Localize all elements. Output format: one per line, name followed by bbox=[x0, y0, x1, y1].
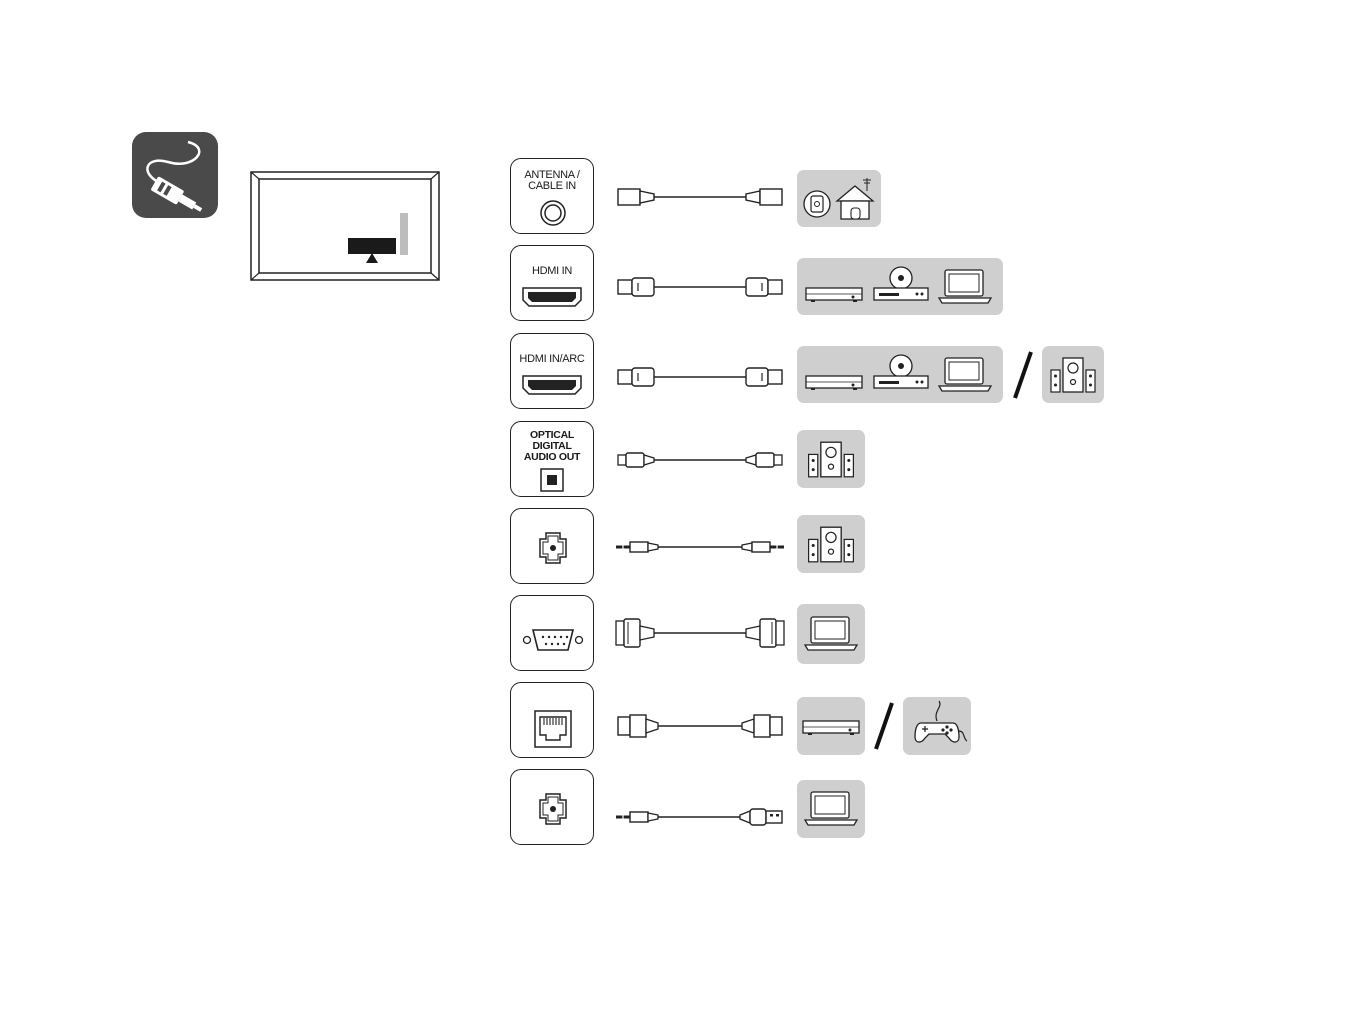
port-label-hdmi: HDMI IN bbox=[511, 266, 593, 277]
port-hdmi: HDMI IN bbox=[510, 245, 594, 321]
or-slash-icon bbox=[868, 697, 898, 755]
port-label-antenna: ANTENNA / CABLE IN bbox=[511, 170, 593, 192]
vga-port-icon bbox=[521, 626, 585, 654]
settop-box-icon bbox=[803, 268, 865, 308]
device-group-audio-out bbox=[797, 515, 865, 573]
coax-port-icon bbox=[539, 199, 567, 227]
speakers-icon bbox=[797, 515, 865, 573]
dvd-player-icon bbox=[871, 264, 931, 308]
port-audio-out bbox=[510, 508, 594, 584]
lan-cable-icon bbox=[614, 711, 786, 741]
optical-port-icon bbox=[539, 467, 565, 493]
settop-box-icon bbox=[803, 356, 865, 396]
laptop-icon bbox=[937, 354, 993, 396]
port-label-hdmi-arc: HDMI IN/ARC bbox=[511, 354, 593, 365]
optical-cable-icon bbox=[614, 445, 786, 475]
hdmi-port-icon bbox=[521, 374, 583, 396]
hdmi-port-icon bbox=[521, 286, 583, 308]
port-ethernet bbox=[510, 682, 594, 758]
laptop-icon bbox=[937, 266, 993, 308]
device-group-hdmi-arc bbox=[797, 346, 1003, 403]
coax-cable-icon bbox=[614, 182, 786, 212]
jack-to-usb-cable-icon bbox=[614, 802, 786, 832]
audio-jack-port-icon bbox=[536, 531, 570, 565]
port-service bbox=[510, 769, 594, 845]
audio-jack-port-icon bbox=[536, 792, 570, 826]
device-group-ethernet-alt bbox=[903, 697, 971, 755]
ethernet-port-icon bbox=[533, 709, 573, 749]
port-optical: OPTICAL DIGITAL AUDIO OUT bbox=[510, 421, 594, 497]
device-group-serial bbox=[797, 604, 865, 664]
gamepad-icon bbox=[903, 697, 971, 755]
vga-cable-icon bbox=[614, 618, 786, 648]
hdmi-cable-icon bbox=[614, 362, 786, 392]
device-group-hdmi-arc-audio bbox=[1042, 346, 1104, 403]
antenna-house-icon bbox=[797, 170, 881, 227]
settop-box-icon bbox=[800, 701, 862, 741]
port-hdmi-arc: HDMI IN/ARC bbox=[510, 333, 594, 409]
speakers-icon bbox=[797, 430, 865, 488]
device-group-optical bbox=[797, 430, 865, 488]
port-antenna: ANTENNA / CABLE IN bbox=[510, 158, 594, 234]
device-group-service bbox=[797, 780, 865, 838]
device-group-hdmi bbox=[797, 258, 1003, 315]
laptop-icon bbox=[803, 613, 859, 655]
port-label-optical: OPTICAL DIGITAL AUDIO OUT bbox=[511, 430, 593, 463]
device-group-antenna bbox=[797, 170, 881, 227]
cable-connection-icon bbox=[132, 132, 218, 218]
laptop-icon bbox=[803, 788, 859, 830]
dvd-player-icon bbox=[871, 352, 931, 396]
speakers-icon bbox=[1042, 346, 1104, 403]
device-group-ethernet bbox=[797, 697, 865, 755]
audio-cable-icon bbox=[614, 532, 786, 562]
hdmi-cable-icon bbox=[614, 272, 786, 302]
port-serial bbox=[510, 595, 594, 671]
tv-back-panel-icon bbox=[250, 171, 440, 281]
or-slash-icon bbox=[1007, 346, 1037, 404]
